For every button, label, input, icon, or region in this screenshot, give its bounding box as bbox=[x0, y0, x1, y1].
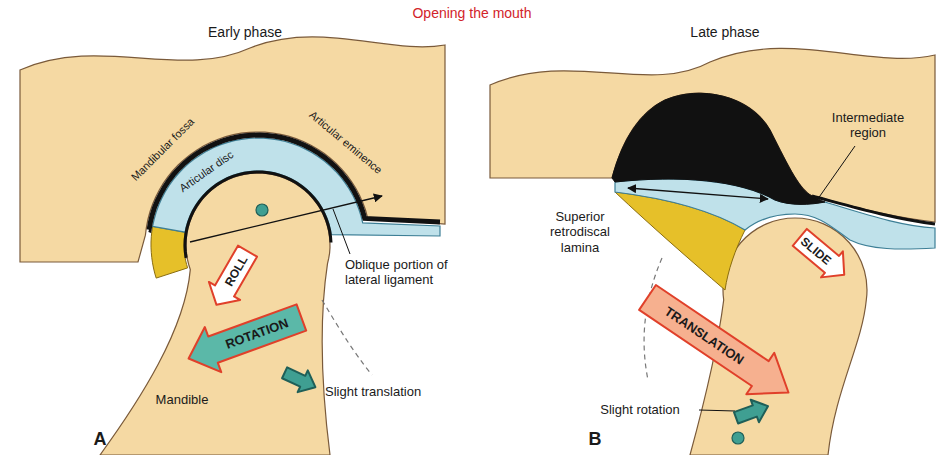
part-label: Mandibular fossa bbox=[128, 115, 197, 184]
part-label: Articular disc bbox=[176, 148, 235, 195]
part-label: Mandible bbox=[137, 392, 227, 408]
part-label: Intermediate region bbox=[818, 110, 918, 141]
joint-space bbox=[812, 196, 935, 224]
arrow-label: ROLL bbox=[221, 254, 250, 289]
movement-arrow bbox=[732, 395, 772, 429]
part-label: Late phase bbox=[660, 24, 790, 41]
lamina-arrow bbox=[628, 188, 768, 199]
rotation-axis bbox=[256, 204, 268, 216]
part-label: Early phase bbox=[180, 24, 310, 41]
part-label: B bbox=[580, 429, 610, 451]
ligament-arrow bbox=[190, 196, 382, 242]
leader-line bbox=[699, 410, 735, 411]
leader-line bbox=[333, 209, 350, 254]
retrodiscal-tissue bbox=[151, 226, 188, 278]
arrow-label: TRANSLATION bbox=[661, 303, 746, 367]
leader-line bbox=[815, 146, 855, 203]
dashed-outline bbox=[322, 300, 372, 375]
movement-arrow bbox=[634, 277, 803, 414]
part-label: Slight translation bbox=[325, 384, 445, 400]
part-label: Slight rotation bbox=[584, 402, 696, 418]
arrow-label: SLIDE bbox=[798, 234, 834, 268]
movement-arrows bbox=[180, 224, 855, 429]
part-label: Superior retrodiscal lamina bbox=[535, 209, 625, 256]
movement-arrow bbox=[789, 224, 855, 287]
part-label: A bbox=[85, 429, 115, 451]
part-label: Articular eminence bbox=[306, 108, 384, 177]
rotation-axis bbox=[732, 432, 744, 444]
joint-space bbox=[185, 172, 331, 258]
part-label: Oblique portion of lateral ligament bbox=[345, 257, 477, 288]
arrow-label: ROTATION bbox=[224, 315, 291, 352]
diagram-title: Opening the mouth bbox=[372, 5, 572, 22]
joint-space bbox=[612, 93, 825, 204]
movement-arrow bbox=[201, 242, 263, 314]
mandible-condyle bbox=[100, 173, 330, 455]
movement-arrow bbox=[280, 362, 321, 398]
